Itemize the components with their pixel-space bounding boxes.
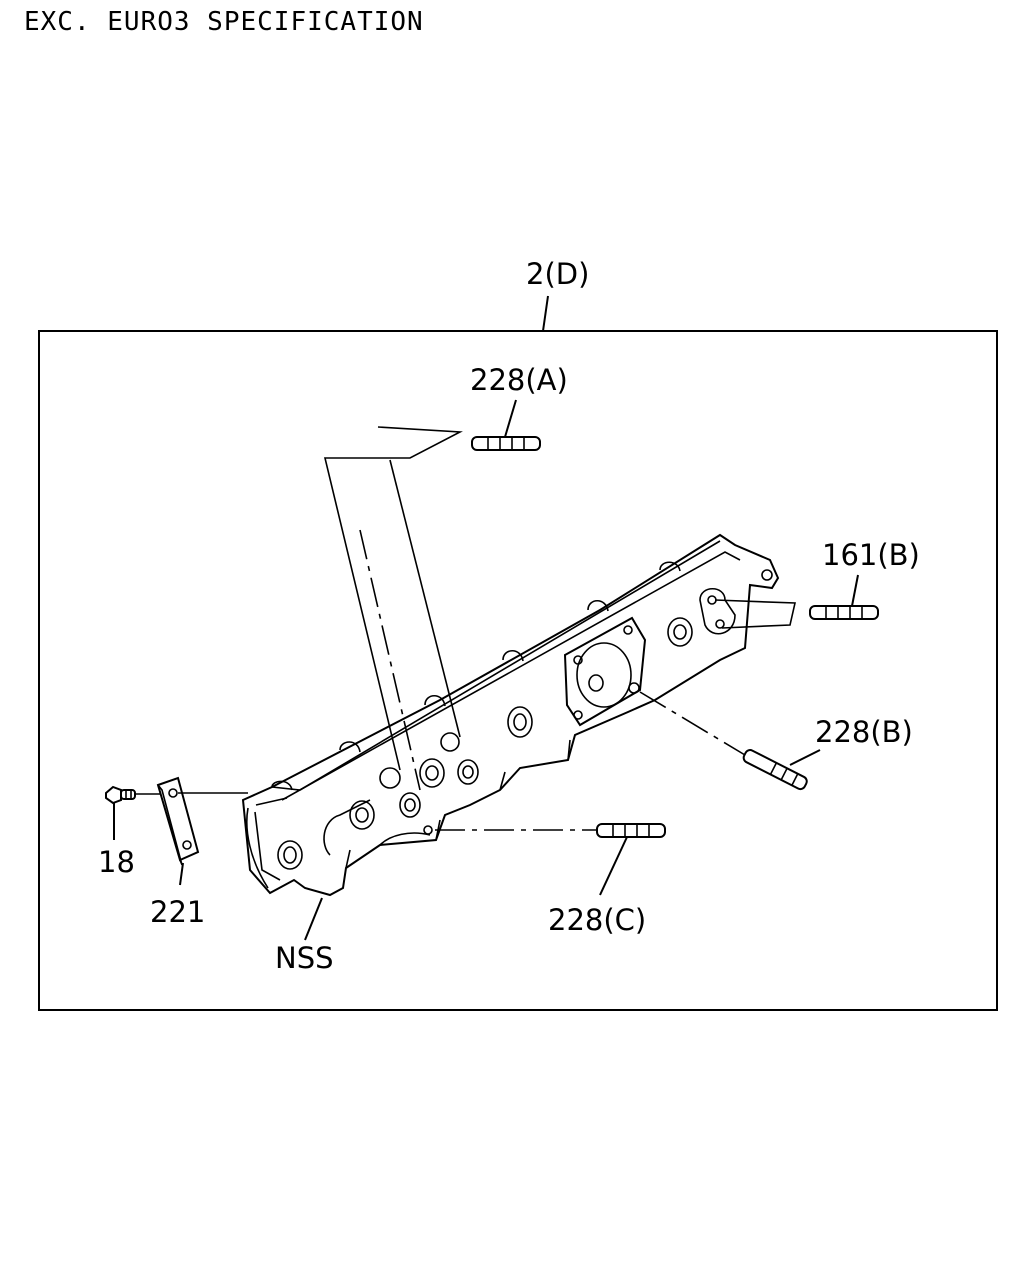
callout-228c[interactable]: 228(C) xyxy=(548,903,646,937)
callout-221[interactable]: 221 xyxy=(150,895,205,929)
leader-assembly xyxy=(542,295,549,332)
exhaust-manifold[interactable] xyxy=(241,533,780,897)
callout-assembly[interactable]: 2(D) xyxy=(526,257,589,291)
callout-18[interactable]: 18 xyxy=(98,845,135,879)
callout-228a[interactable]: 228(A) xyxy=(470,363,568,397)
stud-228a[interactable] xyxy=(471,436,541,451)
callout-nss[interactable]: NSS xyxy=(275,941,334,975)
callout-161b[interactable]: 161(B) xyxy=(822,538,920,572)
leader-228a xyxy=(504,399,517,438)
stud-228c[interactable] xyxy=(596,823,666,838)
projection-161b xyxy=(714,599,796,629)
stud-161b[interactable] xyxy=(809,605,879,620)
projection-228a xyxy=(323,426,463,771)
leader-221 xyxy=(179,862,184,886)
bracket-221[interactable] xyxy=(156,776,200,866)
stud-228b[interactable] xyxy=(742,748,808,791)
leader-228b xyxy=(789,749,821,766)
spec-header: EXC. EURO3 SPECIFICATION xyxy=(24,7,424,37)
leader-228c xyxy=(599,836,628,896)
leader-nss xyxy=(304,897,323,941)
bolt-18[interactable] xyxy=(105,785,136,805)
assembly-frame xyxy=(38,330,998,1011)
callout-228b[interactable]: 228(B) xyxy=(815,715,913,749)
projection-228b xyxy=(639,691,746,756)
leader-161b xyxy=(851,574,859,607)
